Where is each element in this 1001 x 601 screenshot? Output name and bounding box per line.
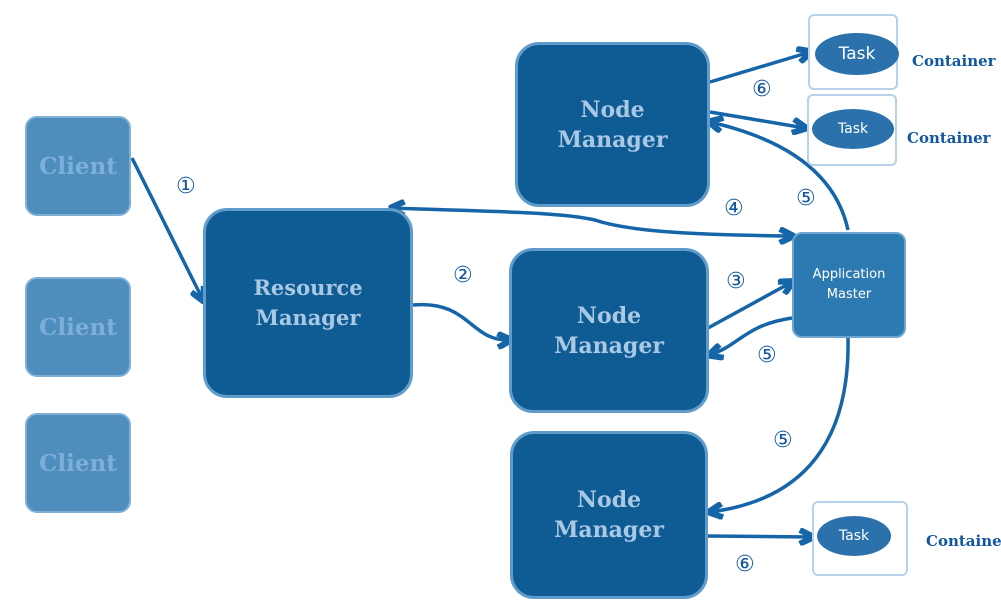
arrow-rm-to-nm2 [412,302,510,340]
client-box-3: Client [25,413,131,513]
arrow-am-to-nm3 [710,337,850,512]
resource-manager-label-line2: Manager [255,305,361,330]
node-manager-label-line2: Manager [557,126,668,153]
step-label-5-top: ⑤ [796,186,816,211]
step-label-6-top: ⑥ [752,77,772,102]
client-label: Client [39,449,117,477]
step-label-1: ① [176,174,196,199]
arrow-rm-am [392,208,792,236]
application-master-box: Application Master [792,232,906,338]
step-label-2: ② [453,263,473,288]
arrow-nm1-to-container1 [709,52,810,84]
container-label-1: Container [912,52,996,70]
step-label-3: ③ [726,269,746,294]
arrow-nm2-to-am [707,282,792,330]
task-ellipse-3: Task [817,516,891,556]
step-label-6-bottom: ⑥ [735,552,755,577]
arrow-nm1-to-container2 [709,110,805,128]
task-label: Task [837,121,869,137]
node-manager-box-2: Node Manager [509,248,709,413]
client-label: Client [39,313,117,341]
node-manager-label-line1: Node [576,302,642,329]
resource-manager-box: Resource Manager [203,208,413,398]
client-box-2: Client [25,277,131,377]
arrow-client-to-rm [130,157,203,300]
node-manager-label-line1: Node [580,96,645,123]
container-label-3: Container [926,532,1001,550]
resource-manager-label-line1: Resource [253,275,363,300]
arrow-nm3-to-container3 [707,536,812,537]
container-label-2: Container [907,129,991,147]
step-label-4: ④ [724,196,744,221]
client-box-1: Client [25,116,131,216]
step-label-5-bottom: ⑤ [773,428,793,453]
task-label: Task [838,44,876,64]
arrow-am-to-nm2 [710,316,793,355]
node-manager-label-line1: Node [576,487,642,513]
task-ellipse-2: Task [812,109,894,149]
client-label: Client [39,152,117,180]
arrow-am-to-nm1 [710,122,850,231]
step-label-5-middle: ⑤ [757,343,777,368]
task-label: Task [838,528,870,544]
task-ellipse-1: Task [815,33,899,75]
node-manager-box-1: Node Manager [515,42,710,207]
application-master-label-line2: Master [826,287,872,302]
application-master-label-line1: Application [812,267,886,282]
node-manager-label-line2: Manager [554,332,664,359]
node-manager-label-line2: Manager [554,517,664,543]
node-manager-box-3: Node Manager [510,431,708,599]
